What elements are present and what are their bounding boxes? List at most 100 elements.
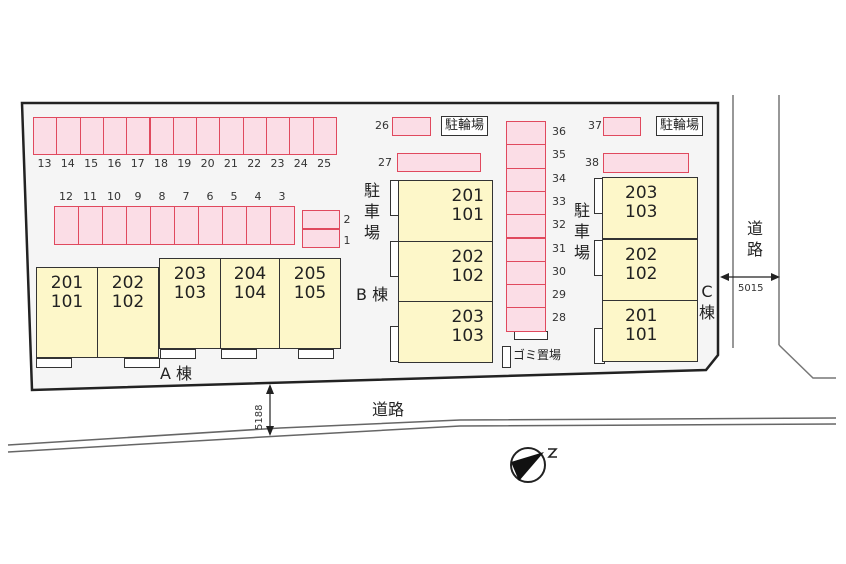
- parking-number: 11: [83, 190, 97, 203]
- parking-number: 9: [134, 190, 142, 203]
- east-road-label: 道路: [746, 219, 763, 259]
- parking-spot-24[interactable]: [289, 117, 314, 155]
- parking-number: 29: [552, 288, 566, 302]
- parking-number: 22: [247, 157, 262, 170]
- garbage-area-marker: [502, 346, 511, 368]
- unit-upper-floor: 203: [625, 183, 658, 203]
- unit-lower-floor: 105: [293, 283, 327, 303]
- unit-lower-floor: 101: [451, 205, 484, 225]
- parking-number: 31: [552, 241, 566, 255]
- unit-upper-floor: 201: [50, 273, 84, 293]
- parking-spot-2[interactable]: [302, 210, 340, 229]
- unit-upper-floor: 205: [293, 264, 327, 284]
- parking-spot-7[interactable]: [174, 206, 199, 245]
- parking-spot-23[interactable]: [266, 117, 291, 155]
- parking-number: 26: [375, 119, 389, 132]
- building-a-label: A 棟: [160, 364, 193, 383]
- building-b-label: B 棟: [356, 285, 389, 304]
- parking-spot-32[interactable]: [506, 214, 546, 239]
- parking-spot-35[interactable]: [506, 144, 546, 169]
- parking-spot-21[interactable]: [219, 117, 244, 155]
- parking-number: 34: [552, 171, 566, 185]
- unit-upper-floor: 202: [111, 273, 145, 293]
- car-parking-label-b: 駐車場: [363, 181, 380, 242]
- parking-number: 5: [230, 190, 238, 203]
- parking-spot-19[interactable]: [172, 117, 198, 155]
- unit-lower-floor: 103: [625, 202, 658, 222]
- parking-number: 30: [552, 264, 566, 278]
- parking-number: 33: [552, 194, 566, 208]
- parking-number: 1: [343, 234, 351, 247]
- parking-spot-25[interactable]: [312, 117, 337, 155]
- balcony: [221, 349, 257, 359]
- parking-number: 2: [343, 213, 351, 226]
- unit-upper-floor: 202: [451, 247, 484, 267]
- balcony: [160, 349, 196, 359]
- parking-number: 23: [270, 157, 285, 170]
- parking-number: 18: [154, 157, 168, 170]
- parking-spot-22[interactable]: [242, 117, 267, 155]
- parking-number: 37: [588, 119, 602, 132]
- parking-spot-4[interactable]: [246, 206, 271, 245]
- unit-upper-floor: 204: [233, 264, 267, 284]
- parking-number: 10: [107, 190, 121, 203]
- parking-number: 20: [200, 157, 215, 170]
- parking-spot-18[interactable]: [149, 117, 174, 155]
- parking-spot-11[interactable]: [78, 206, 103, 245]
- parking-spot-29[interactable]: [506, 284, 546, 309]
- parking-spot-36[interactable]: [506, 121, 546, 146]
- parking-spot-14[interactable]: [56, 117, 81, 155]
- south-road-label: 道路: [372, 400, 405, 419]
- parking-spot-27[interactable]: [397, 153, 481, 172]
- parking-spot-34[interactable]: [506, 167, 546, 192]
- parking-number: 27: [378, 156, 392, 169]
- unit-upper-floor: 202: [625, 245, 658, 265]
- parking-spot-6[interactable]: [198, 206, 223, 245]
- parking-spot-10[interactable]: [102, 206, 127, 245]
- parking-spot-33[interactable]: [506, 190, 546, 216]
- parking-spot-12[interactable]: [54, 206, 79, 245]
- unit-lower-floor: 103: [451, 326, 484, 346]
- parking-spot-8[interactable]: [150, 206, 175, 245]
- parking-spot-9[interactable]: [126, 206, 151, 245]
- parking-number: 16: [107, 157, 122, 170]
- parking-spot-37[interactable]: [603, 117, 641, 136]
- south-road-width: 5188: [254, 404, 265, 430]
- unit-lower-floor: 102: [451, 266, 484, 286]
- parking-spot-28[interactable]: [506, 307, 546, 332]
- unit-upper-floor: 203: [451, 307, 484, 327]
- parking-spot-26[interactable]: [392, 117, 431, 136]
- parking-spot-3[interactable]: [270, 206, 295, 245]
- parking-spot-31[interactable]: [506, 237, 546, 262]
- parking-spot-1[interactable]: [302, 229, 340, 248]
- unit-lower-floor: 102: [111, 292, 145, 312]
- parking-spot-20[interactable]: [196, 117, 221, 155]
- parking-number: 4: [254, 190, 262, 203]
- parking-spot-17[interactable]: [126, 117, 151, 155]
- parking-spot-13[interactable]: [33, 117, 58, 155]
- parking-number: 32: [552, 218, 566, 232]
- parking-spot-38[interactable]: [603, 153, 689, 173]
- parking-spot-30[interactable]: [506, 260, 546, 286]
- unit-lower-floor: 102: [625, 264, 658, 284]
- parking-spot-16[interactable]: [102, 117, 128, 155]
- parking-spot-15[interactable]: [79, 117, 104, 155]
- parking-spot-5[interactable]: [222, 206, 247, 245]
